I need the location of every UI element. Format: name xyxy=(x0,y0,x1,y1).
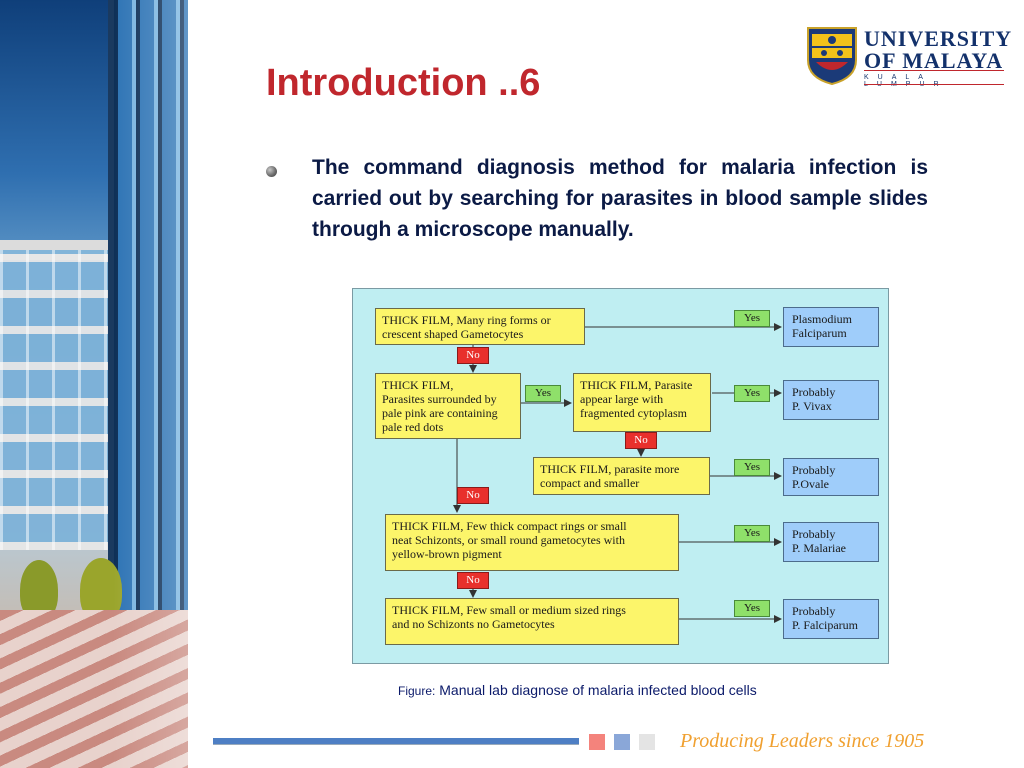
footer-bar-underline xyxy=(213,744,579,745)
no-tag: No xyxy=(625,432,657,449)
slide-title: Introduction ..6 xyxy=(266,62,541,104)
no-tag: No xyxy=(457,487,489,504)
building-photo xyxy=(0,0,188,768)
logo-line1: UNIVERSITY xyxy=(864,26,1013,51)
photo-fade xyxy=(0,0,188,768)
yes-tag: Yes xyxy=(734,525,770,542)
flow-result-3: Probably P.Ovale xyxy=(783,458,879,496)
footer-tagline: Producing Leaders since 1905 xyxy=(680,730,925,752)
logo-line3: KUALA LUMPUR xyxy=(864,74,939,88)
bullet-icon xyxy=(266,166,277,177)
bullet-paragraph: The command diagnosis method for malaria… xyxy=(312,156,928,241)
flow-step-6: THICK FILM, Few small or medium sized ri… xyxy=(385,598,679,645)
flow-result-5: Probably P. Falciparum xyxy=(783,599,879,639)
photo-ground xyxy=(0,610,188,768)
logo-line2: OF MALAYA xyxy=(864,48,1004,73)
footer-square-grey xyxy=(639,734,655,750)
flow-step-1: THICK FILM, Many ring forms or crescent … xyxy=(375,308,585,345)
flow-step-3: THICK FILM, Parasite appear large with f… xyxy=(573,373,711,432)
flow-step-5: THICK FILM, Few thick compact rings or s… xyxy=(385,514,679,571)
yes-tag: Yes xyxy=(734,459,770,476)
figure-caption: Figure: Manual lab diagnose of malaria i… xyxy=(398,682,757,698)
photo-building-windows xyxy=(0,250,112,550)
yes-tag: Yes xyxy=(734,385,770,402)
logo-divider xyxy=(864,84,1004,85)
footer-square-red xyxy=(589,734,605,750)
flow-result-4: Probably P. Malariae xyxy=(783,522,879,562)
malaria-diagnosis-flowchart: THICK FILM, Many ring forms or crescent … xyxy=(352,288,889,664)
caption-text: Manual lab diagnose of malaria infected … xyxy=(439,682,757,698)
caption-label: Figure: xyxy=(398,684,436,698)
no-tag: No xyxy=(457,572,489,589)
university-crest-icon xyxy=(807,27,857,86)
university-logo: UNIVERSITY OF MALAYA KUALA LUMPUR xyxy=(806,26,1011,88)
flow-step-2: THICK FILM, Parasites surrounded by pale… xyxy=(375,373,521,439)
footer-square-blue xyxy=(614,734,630,750)
flow-step-4: THICK FILM, parasite more compact and sm… xyxy=(533,457,710,495)
yes-tag: Yes xyxy=(734,310,770,327)
flow-result-1: Plasmodium Falciparum xyxy=(783,307,879,347)
logo-divider xyxy=(864,70,1004,71)
yes-tag: Yes xyxy=(734,600,770,617)
footer-bar xyxy=(213,738,579,744)
no-tag: No xyxy=(457,347,489,364)
flow-result-2: Probably P. Vivax xyxy=(783,380,879,420)
yes-tag: Yes xyxy=(525,385,561,402)
